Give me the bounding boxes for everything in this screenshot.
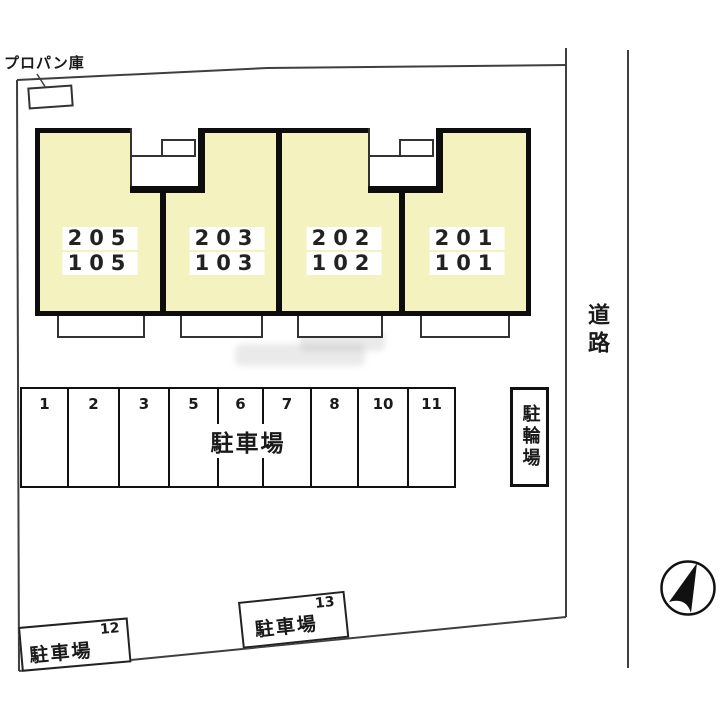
propane-storage-label: プロパン庫 [4,54,85,72]
entrance-notch [130,128,200,193]
terrace [297,316,383,338]
apartment-building [35,128,531,316]
parking-space: 8 [312,389,359,486]
terrace [180,316,263,338]
unit-number-lower: 105 [62,252,138,275]
unit-number-lower: 101 [429,252,505,275]
unit-divider-wall [160,190,166,311]
notch-wall [198,128,205,193]
parking-space-number: 13 [314,593,336,612]
notch-line [368,155,399,157]
unit-label-202-102: 202 102 [306,227,382,277]
unit-label-203-103: 203 103 [189,227,265,277]
parking-space-12-box: 12 駐車場 [18,617,132,672]
watermark-smudge [235,344,365,366]
entrance-notch [368,128,438,193]
road-label: 道路 [584,303,609,359]
unit-number-upper: 202 [306,227,382,250]
notch-wall [130,186,205,193]
parking-space: 3 [120,389,170,486]
entrance-step [161,139,196,157]
parking-space: 1 [22,389,69,486]
parking-space: 7 [264,389,312,486]
unit-label-205-105: 205 105 [62,227,138,277]
parking-space: 2 [69,389,120,486]
unit-number-lower: 103 [189,252,265,275]
parking-space-label: 駐車場 [28,639,94,668]
boundary-left-line [16,79,20,672]
unit-number-upper: 203 [189,227,265,250]
notch-wall [368,186,443,193]
parking-space: 10 [359,389,409,486]
notch-line [130,155,161,157]
parking-lot-label: 駐車場 [207,424,289,458]
unit-number-lower: 102 [306,252,382,275]
propane-storage-box [27,84,74,110]
unit-number-upper: 205 [62,227,138,250]
boundary-top-line [16,64,567,81]
terrace [420,316,510,338]
bicycle-parking: 駐輪場 [510,387,549,487]
parking-space: 11 [421,395,442,413]
notch-wall [436,128,443,193]
terrace [57,316,145,338]
parking-space-label: 駐車場 [253,612,319,642]
unit-divider-wall [276,133,282,311]
unit-label-201-101: 201 101 [429,227,505,277]
unit-number-upper: 201 [429,227,505,250]
entrance-step [399,139,434,157]
unit-divider-wall [399,190,405,311]
north-arrow-icon [660,560,716,616]
parking-space-number: 12 [99,620,121,638]
